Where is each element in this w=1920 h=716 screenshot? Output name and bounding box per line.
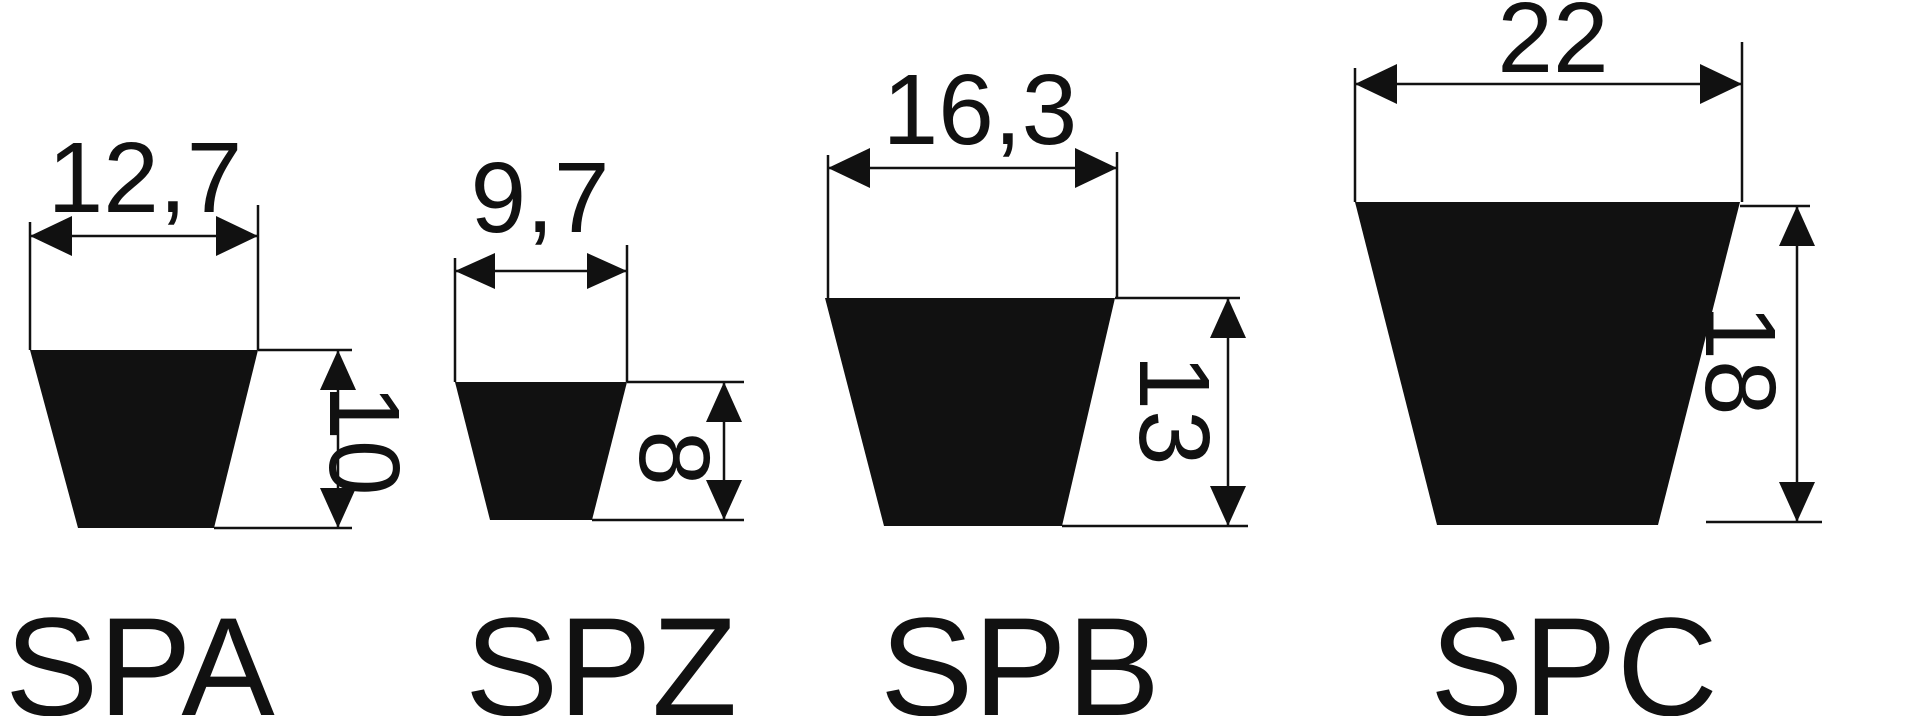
spa-width-label: 12,7 <box>48 122 243 234</box>
spb-height-label: 13 <box>1118 354 1230 465</box>
spa-width-arrow-left <box>30 216 72 256</box>
spa-height-arrow-bottom <box>320 488 356 528</box>
spz-width-arrow-left <box>455 253 495 289</box>
spb-height-arrow-bottom <box>1210 486 1246 526</box>
spz-width-label: 9,7 <box>470 142 609 254</box>
spa-height-label: 10 <box>308 384 420 495</box>
spz-height-arrow-bottom <box>706 480 742 520</box>
spz-width-arrow-right <box>587 253 627 289</box>
spb-belt-section <box>825 298 1115 526</box>
profile-spc: 22 18 SPC <box>1353 0 1822 716</box>
spc-height-arrow-top <box>1779 206 1815 246</box>
spa-profile-name: SPA <box>5 588 275 716</box>
spc-height-arrow-bottom <box>1779 482 1815 522</box>
spb-height-arrow-top <box>1210 298 1246 338</box>
spc-width-label: 22 <box>1497 0 1608 94</box>
spb-width-label: 16,3 <box>883 54 1078 166</box>
spa-width-arrow-right <box>216 216 258 256</box>
spa-belt-section <box>30 350 258 528</box>
spz-belt-section <box>455 382 627 520</box>
spc-width-arrow-left <box>1355 64 1397 104</box>
spc-height-label: 18 <box>1684 304 1796 415</box>
spz-profile-name: SPZ <box>465 588 737 716</box>
spz-height-arrow-top <box>706 382 742 422</box>
spc-belt-section <box>1355 202 1740 525</box>
spz-height-label: 8 <box>618 430 730 486</box>
spb-profile-name: SPB <box>880 588 1160 716</box>
spa-height-arrow-top <box>320 350 356 390</box>
spb-width-arrow-right <box>1075 148 1117 188</box>
spc-profile-name: SPC <box>1430 588 1718 716</box>
spb-width-arrow-left <box>828 148 870 188</box>
spc-width-arrow-right <box>1700 64 1742 104</box>
profile-spb: 16,3 13 SPB <box>825 54 1248 716</box>
profile-spz: 9,7 8 SPZ <box>453 142 744 716</box>
profile-spa: 12,7 10 SPA <box>5 122 420 716</box>
